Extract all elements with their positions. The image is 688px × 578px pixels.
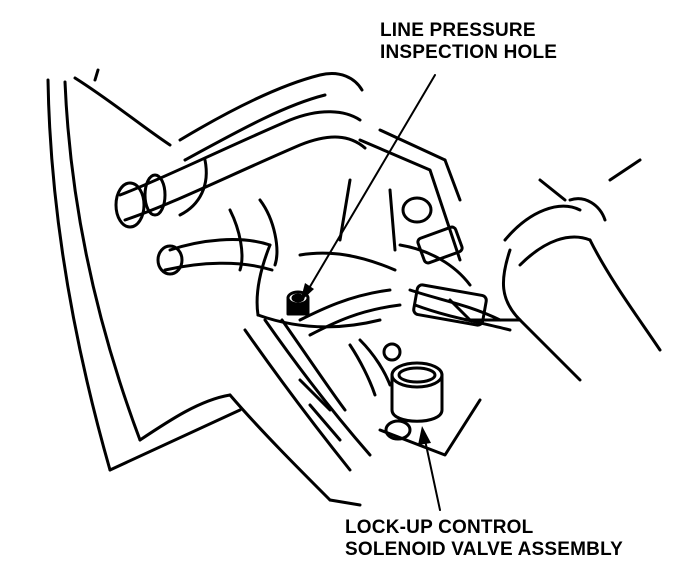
lockup-solenoid-valve <box>348 298 522 457</box>
arrow-head-inspection-hole <box>300 283 314 302</box>
leader-lines <box>300 74 441 511</box>
transmission-housing <box>46 68 242 472</box>
label-line-1: LINE PRESSURE <box>380 20 536 41</box>
label-line-2: INSPECTION HOLE <box>380 42 558 63</box>
wire-harness <box>298 225 512 337</box>
label-lockup-solenoid-valve: LOCK-UP CONTROL SOLENOID VALVE ASSEMBLY <box>345 517 623 561</box>
label-line-2: SOLENOID VALVE ASSEMBLY <box>345 539 624 560</box>
leader-line-inspection-hole <box>307 74 436 291</box>
label-line-pressure-inspection-hole: LINE PRESSURE INSPECTION HOLE <box>380 20 557 64</box>
arrow-head-solenoid <box>418 426 431 445</box>
rear-cover <box>228 318 372 507</box>
valve-body <box>255 128 462 329</box>
label-line-1: LOCK-UP CONTROL <box>345 517 534 538</box>
hoses <box>114 72 367 276</box>
leader-line-solenoid <box>424 439 441 511</box>
right-bracket <box>501 158 662 382</box>
